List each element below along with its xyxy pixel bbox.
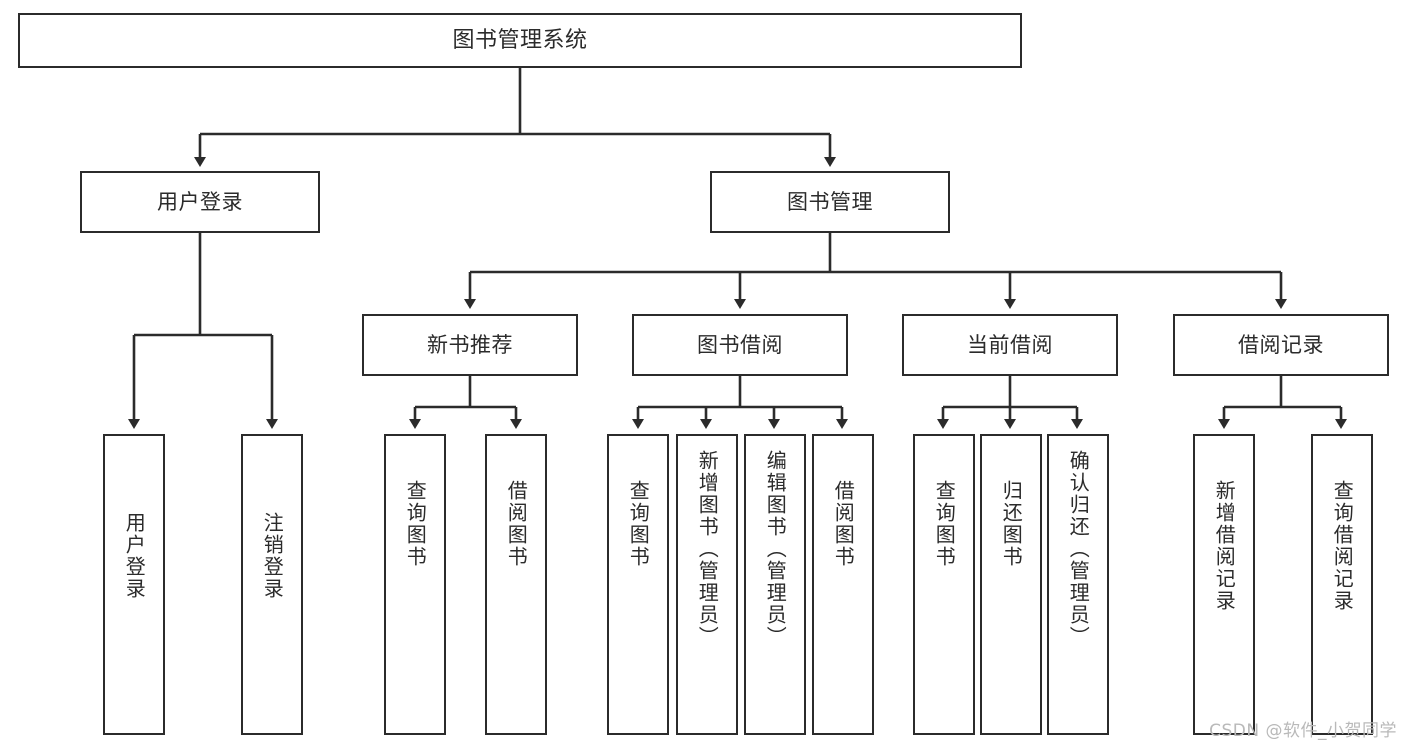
node-user-login[interactable]: 用户登录 [80,171,320,233]
leaf-query-book-3[interactable]: 查询图书 [913,434,975,735]
node-label: 注销登录 [260,512,285,600]
node-label: 当前借阅 [967,332,1053,357]
leaf-query-book-1[interactable]: 查询图书 [384,434,446,735]
leaf-query-book-2[interactable]: 查询图书 [607,434,669,735]
leaf-user-login[interactable]: 用户登录 [103,434,165,735]
node-current-borrow[interactable]: 当前借阅 [902,314,1118,376]
node-label: 借阅图书 [831,480,856,568]
leaf-add-book[interactable]: 新增图书（管理员） [676,434,738,735]
node-label: 查询图书 [932,480,957,568]
node-label: 用户登录 [157,189,243,214]
leaf-borrow-book-2[interactable]: 借阅图书 [812,434,874,735]
node-label: 用户登录 [122,512,147,600]
node-label: 查询借阅记录 [1330,480,1355,612]
node-label: 归还图书 [999,480,1024,568]
node-borrow-record[interactable]: 借阅记录 [1173,314,1389,376]
node-label: 图书管理系统 [452,27,588,53]
node-label: 图书借阅 [697,332,783,357]
node-label: 图书管理 [787,189,873,214]
node-label: 新增借阅记录 [1212,480,1237,612]
node-label: 借阅记录 [1238,332,1324,357]
leaf-return-book[interactable]: 归还图书 [980,434,1042,735]
node-label: 新增图书（管理员） [695,450,720,648]
node-label: 查询图书 [626,480,651,568]
node-label: 编辑图书（管理员） [763,450,788,648]
leaf-query-record[interactable]: 查询借阅记录 [1311,434,1373,735]
leaf-confirm-return[interactable]: 确认归还（管理员） [1047,434,1109,735]
node-book-borrow[interactable]: 图书借阅 [632,314,848,376]
leaf-borrow-book-1[interactable]: 借阅图书 [485,434,547,735]
node-label: 新书推荐 [427,332,513,357]
leaf-edit-book[interactable]: 编辑图书（管理员） [744,434,806,735]
node-label: 查询图书 [403,480,428,568]
leaf-logout[interactable]: 注销登录 [241,434,303,735]
leaf-add-record[interactable]: 新增借阅记录 [1193,434,1255,735]
node-label: 借阅图书 [504,480,529,568]
node-root-system[interactable]: 图书管理系统 [18,13,1022,68]
csdn-watermark: CSDN @软件_小贺同学 [1209,721,1397,741]
node-book-management[interactable]: 图书管理 [710,171,950,233]
node-label: 确认归还（管理员） [1066,450,1091,648]
node-new-book-recommend[interactable]: 新书推荐 [362,314,578,376]
